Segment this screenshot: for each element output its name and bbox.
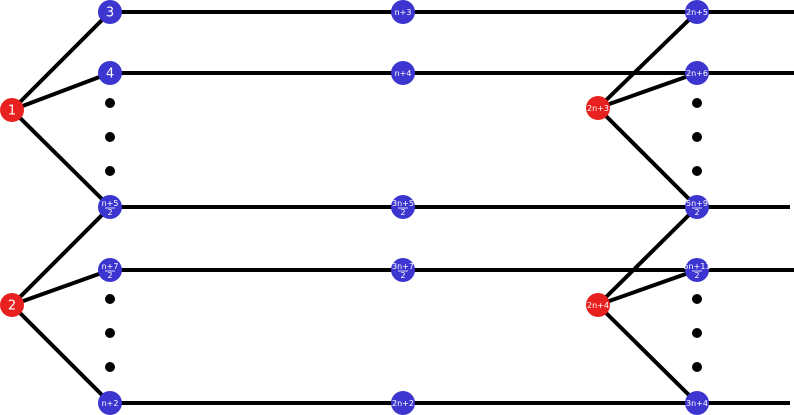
left-fan-edges	[10, 10, 112, 405]
ellipsis-dot	[692, 294, 702, 304]
node-circle	[391, 195, 415, 219]
node-label-denominator: 2	[400, 208, 405, 217]
node-label-denominator: 2	[400, 271, 405, 280]
node-3: 3	[98, 0, 122, 24]
node-2n-plus-2: 2n+2	[391, 391, 415, 415]
ellipsis-dot	[692, 98, 702, 108]
node-label-numerator: 3n+7	[392, 262, 414, 271]
edge-1-3	[10, 10, 112, 112]
edge-2n4-5nh9	[596, 205, 699, 307]
node-label-numerator: 5n+9	[686, 199, 708, 208]
node-label: 2n+5	[686, 8, 708, 17]
hub-node-circle	[586, 293, 610, 317]
node-circle	[391, 0, 415, 24]
node-circle	[685, 61, 709, 85]
node-n-plus-2: n+2	[98, 391, 122, 415]
node-label: 3	[106, 6, 114, 21]
node-2: 2	[0, 293, 24, 317]
node-circle	[685, 258, 709, 282]
node-label: n+3	[395, 8, 412, 17]
ellipsis-dot	[105, 98, 115, 108]
edge-1-4	[11, 71, 111, 112]
node-circle	[98, 0, 122, 24]
node-3n-plus-4: 3n+4	[685, 391, 709, 415]
ellipsis-dot	[105, 132, 115, 142]
node-circle	[98, 195, 122, 219]
edge-2-nh7	[11, 268, 111, 307]
edge-2n3-2n5	[596, 10, 699, 110]
edge-2n4-3n4	[596, 303, 699, 405]
ellipsis-dot	[105, 362, 115, 372]
node-label: 2n+6	[686, 69, 708, 78]
hub-node-circle	[0, 98, 24, 122]
node-label: 2n+2	[392, 399, 414, 408]
horizontal-edges	[110, 10, 794, 405]
node-label-numerator: 3n+5	[392, 199, 414, 208]
node-label: 4	[106, 67, 114, 82]
ellipsis-dot	[692, 328, 702, 338]
node-3n-plus-7-over-2: 3n+72	[391, 258, 415, 282]
node-3n-plus-5-over-2: 3n+52	[391, 195, 415, 219]
edge-2-np2	[10, 303, 112, 405]
node-5n-plus-9-over-2: 5n+92	[685, 195, 709, 219]
ellipsis-dot	[105, 294, 115, 304]
node-label: n+4	[395, 69, 412, 78]
node-n-plus-7-over-2: n+72	[98, 258, 122, 282]
node-1: 1	[0, 98, 24, 122]
node-label-denominator: 2	[107, 271, 112, 280]
node-label-numerator: n+7	[102, 262, 119, 271]
ellipsis-dot	[692, 166, 702, 176]
node-circle	[98, 258, 122, 282]
node-label: 1	[8, 104, 16, 119]
edge-1-nh5	[10, 108, 112, 209]
hub-node-circle	[586, 96, 610, 120]
edge-2-nh5	[10, 205, 112, 307]
node-circle	[391, 391, 415, 415]
node-label: 2	[8, 299, 16, 314]
node-2n-plus-3: 2n+3	[586, 96, 610, 120]
ellipsis-dot	[692, 132, 702, 142]
node-label: 2n+3	[587, 104, 609, 113]
node-2n-plus-4: 2n+4	[586, 293, 610, 317]
edge-2n4-5nh11	[597, 268, 698, 307]
node-n-plus-5-over-2: n+52	[98, 195, 122, 219]
node-label: n+2	[102, 399, 119, 408]
node-circle	[391, 258, 415, 282]
ellipsis-dot	[105, 166, 115, 176]
edge-2n3-5nh9	[596, 106, 699, 209]
node-label-numerator: 5n+11	[683, 262, 710, 271]
ellipsis-dot	[692, 362, 702, 372]
node-circle	[391, 61, 415, 85]
node-2n-plus-5: 2n+5	[685, 0, 709, 24]
edge-2n3-2n6	[597, 71, 698, 110]
right-fan-edges	[596, 10, 699, 405]
node-5n-plus-11-over-2: 5n+112	[683, 258, 711, 282]
node-circle	[685, 391, 709, 415]
node-label-denominator: 2	[694, 208, 699, 217]
node-n-plus-4: n+4	[391, 61, 415, 85]
node-label: 3n+4	[686, 399, 708, 408]
node-n-plus-3: n+3	[391, 0, 415, 24]
node-label-denominator: 2	[694, 271, 699, 280]
node-circle	[98, 391, 122, 415]
node-label-denominator: 2	[107, 208, 112, 217]
node-label-numerator: n+5	[102, 199, 119, 208]
ellipsis-dots	[105, 98, 702, 372]
nodes: 1 2 3 4 n+52 n+72 n+2 n+3 n+4 3n+52 3n+7…	[0, 0, 711, 415]
ellipsis-dot	[105, 328, 115, 338]
node-2n-plus-6: 2n+6	[685, 61, 709, 85]
node-4: 4	[98, 61, 122, 85]
hub-node-circle	[0, 293, 24, 317]
node-label: 2n+4	[587, 301, 609, 310]
node-circle	[98, 61, 122, 85]
node-circle	[685, 0, 709, 24]
node-circle	[685, 195, 709, 219]
